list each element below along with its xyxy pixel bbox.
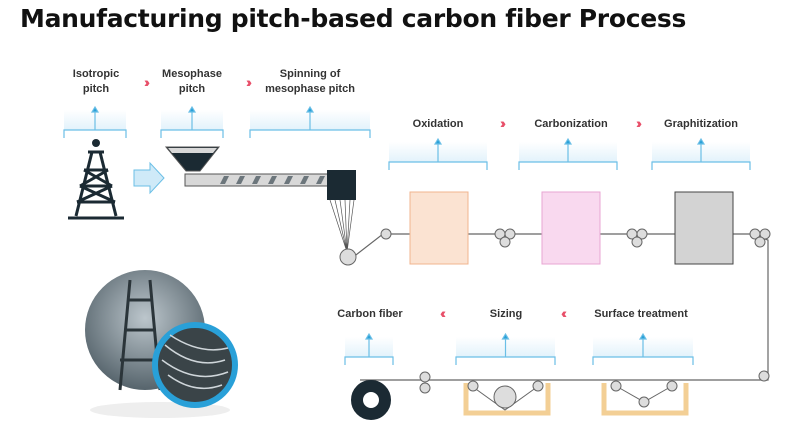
page-title: Manufacturing pitch-based carbon fiber P…: [20, 4, 687, 33]
step-carbon-fiber: Carbon fiber: [337, 308, 403, 320]
step-isotropic-pitch: Isotropic pitch: [72, 68, 120, 95]
oil-rig-photo: [85, 270, 238, 418]
bracket-line: [63, 111, 127, 138]
graphitization-furnace: [674, 191, 734, 265]
bracket-line: [388, 143, 488, 170]
step-carbonization: Carbonization: [534, 118, 608, 130]
bracket-line: [518, 143, 618, 170]
chevron-forward-icon: ›››: [500, 115, 506, 131]
carbon-fiber-spool-icon: [351, 380, 391, 420]
oxidation-furnace: [409, 191, 469, 265]
sizing-tank: [463, 380, 551, 416]
arrow-up-icon: [364, 332, 374, 340]
chevron-forward-icon: ›››: [636, 115, 642, 131]
step-graphitization: Graphitization: [664, 118, 738, 130]
chevron-forward-icon: ›››: [144, 74, 150, 90]
step-mesophase-pitch: Mesophase pitch: [162, 68, 222, 95]
step-oxidation: Oxidation: [412, 118, 464, 130]
arrow-up-icon: [187, 105, 197, 113]
bracket-line: [249, 111, 371, 138]
bracket-line: [592, 338, 694, 365]
flow-arrow-icon: [133, 161, 165, 195]
arrow-up-icon: [696, 137, 706, 145]
roller-icons: [339, 228, 771, 394]
extruder-icon: [164, 146, 356, 253]
carbonization-furnace: [541, 191, 601, 265]
chevron-back-icon: ‹‹‹: [440, 305, 446, 321]
arrow-up-icon: [563, 137, 573, 145]
bracket-line: [344, 338, 394, 365]
arrow-up-icon: [638, 332, 648, 340]
arrow-up-icon: [305, 105, 315, 113]
arrow-up-icon: [501, 332, 510, 340]
step-surface-treatment: Surface treatment: [594, 308, 688, 320]
arrow-up-icon: [433, 137, 443, 145]
chevron-forward-icon: ›››: [246, 74, 252, 90]
bracket-line: [455, 338, 556, 365]
bracket-line: [160, 111, 224, 138]
bracket-line: [651, 143, 751, 170]
oil-rig-icon: [68, 139, 124, 220]
chevron-back-icon: ‹‹‹: [561, 305, 567, 321]
step-sizing: Sizing: [489, 308, 523, 320]
arrow-up-icon: [90, 105, 100, 113]
step-spinning: Spinning of mesophase pitch: [265, 68, 355, 95]
surface-treatment-tank: [601, 380, 689, 416]
